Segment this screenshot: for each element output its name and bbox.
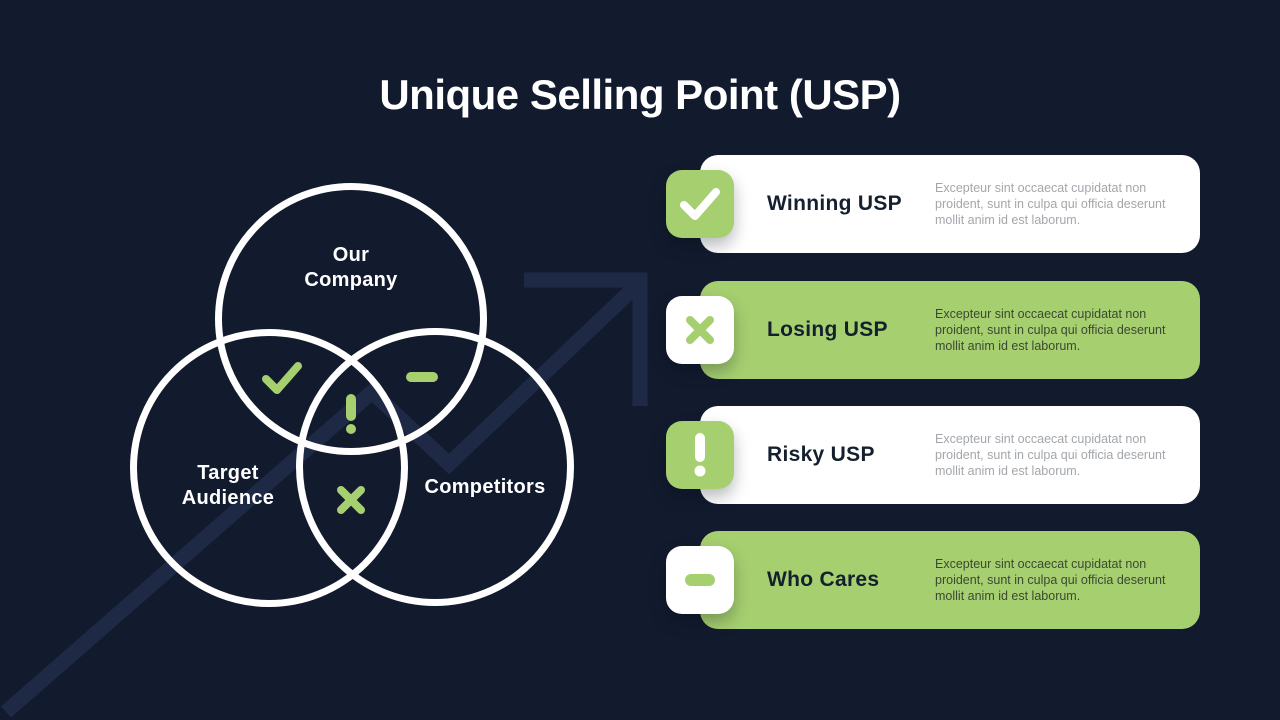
check-icon — [680, 188, 720, 220]
card-body: Who Cares Excepteur sint occaecat cupida… — [700, 531, 1200, 629]
usp-card-who-cares: Who Cares Excepteur sint occaecat cupida… — [666, 531, 1200, 629]
check-icon — [262, 362, 302, 394]
card-body: Risky USP Excepteur sint occaecat cupida… — [700, 406, 1200, 504]
card-body: Losing USP Excepteur sint occaecat cupid… — [700, 281, 1200, 379]
card-description: Excepteur sint occaecat cupidatat non pr… — [935, 432, 1166, 478]
card-icon-badge — [666, 170, 734, 238]
venn-circle-competitors — [296, 328, 574, 606]
venn-label-line: Our — [332, 244, 370, 266]
card-title: Losing USP — [767, 318, 888, 341]
exclamation-icon — [346, 394, 356, 434]
usp-card-risky: Risky USP Excepteur sint occaecat cupida… — [666, 406, 1200, 504]
slide-title: Unique Selling Point (USP) — [379, 71, 901, 118]
card-title: Risky USP — [767, 443, 875, 466]
venn-label-competitors: Competitors — [385, 475, 585, 500]
card-description: Excepteur sint occaecat cupidatat non pr… — [935, 181, 1166, 227]
venn-label-line: Competitors — [424, 476, 546, 498]
venn-label-our-company: Our Company — [251, 243, 451, 293]
minus-icon — [685, 574, 715, 586]
venn-label-target-audience: Target Audience — [128, 461, 328, 511]
minus-icon — [406, 372, 438, 382]
card-description: Excepteur sint occaecat cupidatat non pr… — [935, 307, 1166, 353]
venn-label-line: Audience — [181, 487, 275, 509]
usp-card-winning: Winning USP Excepteur sint occaecat cupi… — [666, 155, 1200, 253]
card-body: Winning USP Excepteur sint occaecat cupi… — [700, 155, 1200, 253]
usp-card-losing: Losing USP Excepteur sint occaecat cupid… — [666, 281, 1200, 379]
card-icon-badge — [666, 546, 734, 614]
venn-label-line: Target — [197, 462, 259, 484]
card-icon-badge — [666, 421, 734, 489]
venn-label-line: Company — [304, 269, 398, 291]
card-icon-badge — [666, 296, 734, 364]
exclamation-icon — [694, 433, 706, 477]
card-description: Excepteur sint occaecat cupidatat non pr… — [935, 557, 1166, 603]
card-title: Who Cares — [767, 568, 880, 591]
cross-icon — [337, 486, 365, 514]
card-title: Winning USP — [767, 192, 902, 215]
cross-icon — [686, 316, 714, 344]
